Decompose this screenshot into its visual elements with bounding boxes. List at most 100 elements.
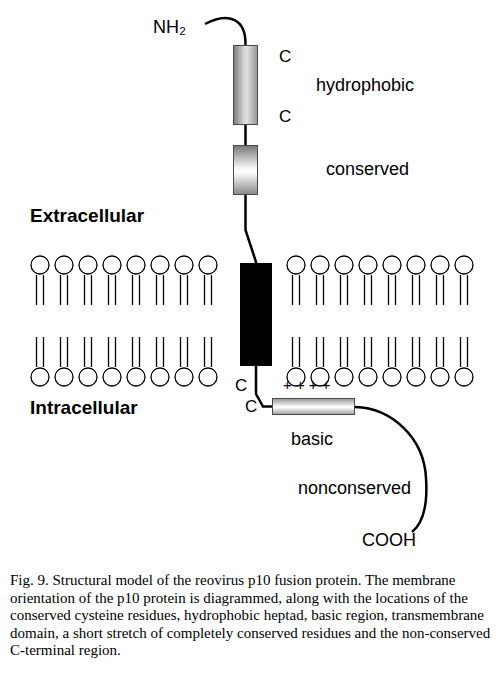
domain-label: nonconserved bbox=[298, 478, 411, 498]
lipid-tail bbox=[412, 337, 413, 367]
lipid-tail bbox=[419, 275, 420, 305]
lipid-tail bbox=[108, 337, 109, 367]
lipid-head bbox=[31, 368, 49, 386]
lipid-head bbox=[103, 368, 121, 386]
lipid-tail bbox=[364, 337, 365, 367]
hydrophobic-domain: hydrophobic bbox=[233, 45, 258, 125]
lipid-tail bbox=[388, 275, 389, 305]
lipid-tail bbox=[163, 337, 164, 367]
lipid-tail bbox=[467, 275, 468, 305]
lipid-tail bbox=[436, 337, 437, 367]
n-terminal-tail bbox=[205, 18, 246, 45]
figure-caption: Fig. 9. Structural model of the reovirus… bbox=[10, 572, 494, 660]
lipid-head bbox=[311, 256, 329, 274]
lipid-tail bbox=[460, 337, 461, 367]
lipid-tail bbox=[36, 337, 37, 367]
lipid-tail bbox=[139, 275, 140, 305]
basic-domain: basic bbox=[272, 398, 355, 415]
lipid-tail bbox=[388, 337, 389, 367]
lipid-tail bbox=[187, 275, 188, 305]
lipid-head bbox=[359, 256, 377, 274]
lipid-tail bbox=[419, 337, 420, 367]
lipid-tail bbox=[180, 337, 181, 367]
lipid-tail bbox=[460, 275, 461, 305]
lipid-tail bbox=[395, 275, 396, 305]
lipid-tail bbox=[139, 337, 140, 367]
lipid-tail bbox=[187, 337, 188, 367]
lipid-head bbox=[175, 256, 193, 274]
cysteine-label: C bbox=[245, 397, 257, 417]
cysteine-label: C bbox=[279, 47, 291, 67]
lipid-head bbox=[431, 368, 449, 386]
lipid-tail bbox=[436, 275, 437, 305]
lipid-head bbox=[127, 368, 145, 386]
lipid-tail bbox=[67, 275, 68, 305]
cysteine-label: C bbox=[279, 107, 291, 127]
lipid-tail bbox=[132, 275, 133, 305]
lipid-tail bbox=[60, 337, 61, 367]
lipid-tail bbox=[211, 337, 212, 367]
lipid-tail bbox=[412, 275, 413, 305]
lipid-tail bbox=[347, 275, 348, 305]
lipid-tail bbox=[316, 275, 317, 305]
polypeptide-chain bbox=[244, 125, 247, 145]
lipid-tail bbox=[180, 275, 181, 305]
lipid-head bbox=[151, 368, 169, 386]
lipid-tail bbox=[292, 275, 293, 305]
lipid-tail bbox=[347, 337, 348, 367]
lipid-tail bbox=[316, 337, 317, 367]
lipid-head bbox=[455, 256, 473, 274]
lipid-tail bbox=[108, 275, 109, 305]
lipid-tail bbox=[211, 275, 212, 305]
lipid-head bbox=[407, 256, 425, 274]
terminus-label: COOH bbox=[362, 530, 416, 550]
lipid-tail bbox=[323, 275, 324, 305]
lipid-tail bbox=[364, 275, 365, 305]
terminus-label: NH₂ bbox=[153, 17, 186, 37]
lipid-head bbox=[335, 256, 353, 274]
lipid-tail bbox=[443, 337, 444, 367]
lipid-head bbox=[431, 256, 449, 274]
c-terminal-tail bbox=[355, 407, 426, 532]
lipid-head bbox=[103, 256, 121, 274]
lipid-tail bbox=[299, 337, 300, 367]
lipid-tail bbox=[84, 275, 85, 305]
lipid-tail bbox=[467, 337, 468, 367]
domain-label: conserved bbox=[326, 159, 409, 179]
lipid-head bbox=[407, 368, 425, 386]
transmembrane-domain bbox=[240, 263, 272, 366]
lipid-tail bbox=[204, 275, 205, 305]
lipid-head bbox=[455, 368, 473, 386]
lipid-tail bbox=[84, 337, 85, 367]
lipid-tail bbox=[340, 275, 341, 305]
lipid-tail bbox=[43, 275, 44, 305]
lipid-tail bbox=[91, 275, 92, 305]
lipid-tail bbox=[67, 337, 68, 367]
lipid-tail bbox=[204, 337, 205, 367]
lipid-head bbox=[55, 256, 73, 274]
lipid-tail bbox=[443, 275, 444, 305]
domain-label: hydrophobic bbox=[316, 75, 414, 95]
lipid-head bbox=[175, 368, 193, 386]
region-label: Intracellular bbox=[30, 398, 138, 418]
lipid-tail bbox=[36, 275, 37, 305]
lipid-tail bbox=[115, 337, 116, 367]
charge-label: + + + + bbox=[283, 375, 331, 395]
conserved-domain: conserved bbox=[233, 145, 258, 195]
lipid-tail bbox=[156, 275, 157, 305]
lipid-tail bbox=[132, 337, 133, 367]
lipid-head bbox=[55, 368, 73, 386]
lipid-head bbox=[79, 256, 97, 274]
lipid-bilayer bbox=[31, 256, 473, 386]
lipid-head bbox=[127, 256, 145, 274]
lipid-tail bbox=[156, 337, 157, 367]
lipid-tail bbox=[60, 275, 61, 305]
lipid-head bbox=[199, 368, 217, 386]
lipid-tail bbox=[340, 337, 341, 367]
lipid-head bbox=[151, 256, 169, 274]
lipid-head bbox=[287, 256, 305, 274]
region-label: Extracellular bbox=[30, 206, 144, 226]
lipid-tail bbox=[299, 275, 300, 305]
lipid-tail bbox=[91, 337, 92, 367]
